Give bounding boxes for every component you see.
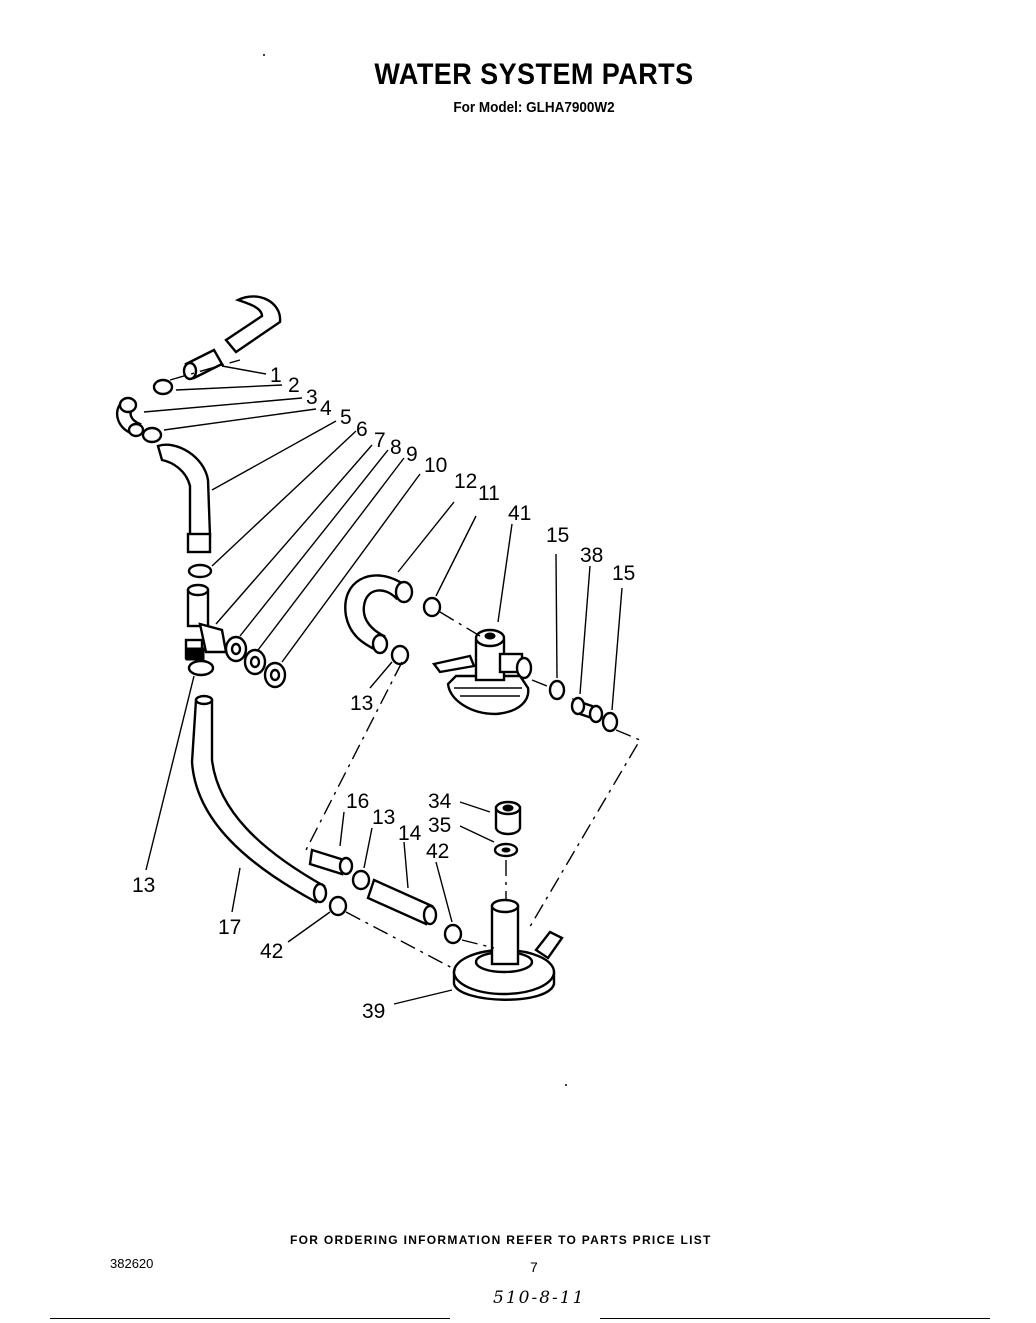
callout-3: 3 xyxy=(306,386,318,409)
callout-2: 2 xyxy=(288,374,300,397)
scan-speck xyxy=(565,1084,567,1086)
callout-5: 5 xyxy=(340,406,352,429)
callout-1: 1 xyxy=(270,364,282,387)
clamp-part-13-middle xyxy=(390,644,410,666)
bottom-rule-left xyxy=(50,1318,450,1319)
clamp-part-15-left xyxy=(548,679,566,701)
document-number: 382620 xyxy=(110,1256,154,1271)
leader-lines xyxy=(143,365,623,1005)
assembly-line-lower xyxy=(345,911,457,971)
elbow-part-3 xyxy=(115,396,145,438)
water-valve-part-41 xyxy=(431,628,533,716)
callout-4: 4 xyxy=(320,397,332,420)
callout-35: 35 xyxy=(428,814,451,837)
callout-numbers: 1 2 3 4 5 6 7 8 9 10 12 11 41 15 38 15 1… xyxy=(132,364,635,1023)
callout-41: 41 xyxy=(508,502,531,525)
callout-14: 14 xyxy=(398,822,422,845)
washer-part-6 xyxy=(187,563,213,579)
callout-10: 10 xyxy=(424,454,447,477)
callout-11: 11 xyxy=(478,482,500,505)
valve-body-part-7 xyxy=(184,583,228,661)
assembly-line-valve xyxy=(439,611,481,637)
assembly-line-dome xyxy=(461,939,495,949)
callout-13-lower: 13 xyxy=(372,806,395,829)
assembly-line-upper xyxy=(169,359,241,381)
clamp-part-13-lower xyxy=(351,869,371,891)
callout-34: 34 xyxy=(428,790,452,813)
fill-hose-upper xyxy=(224,295,282,354)
page-number: 7 xyxy=(530,1259,538,1275)
callout-42-left: 42 xyxy=(260,940,283,963)
assembly-line-right-vertical xyxy=(527,729,642,931)
clamp-part-2 xyxy=(152,378,174,396)
clamp-part-42-left xyxy=(328,895,348,917)
fitting-part-16 xyxy=(308,848,354,876)
callout-17: 17 xyxy=(218,916,241,939)
model-subtitle: For Model: GLHA7900W2 xyxy=(453,99,615,116)
clamp-part-15-right xyxy=(601,711,619,733)
washer-part-35 xyxy=(493,842,519,858)
callout-15-left: 15 xyxy=(546,524,569,547)
clamp-part-42-right xyxy=(443,923,463,945)
callout-38: 38 xyxy=(580,544,603,567)
air-dome-part-39 xyxy=(452,898,564,1001)
scan-speck xyxy=(263,54,265,56)
callout-42-right: 42 xyxy=(426,840,449,863)
seal-part-8 xyxy=(224,635,248,663)
screen-part-10 xyxy=(263,661,287,689)
callout-12: 12 xyxy=(454,470,477,493)
hose-connector-part-1 xyxy=(182,348,224,381)
clamp-part-13-left xyxy=(187,659,215,677)
assembly-line-outlet xyxy=(531,679,553,689)
washer-part-9 xyxy=(243,648,267,676)
ordering-note: FOR ORDERING INFORMATION REFER TO PARTS … xyxy=(290,1233,712,1247)
hose-part-12 xyxy=(344,574,414,655)
callout-16: 16 xyxy=(346,790,369,813)
callout-39: 39 xyxy=(362,1000,385,1023)
page-title: WATER SYSTEM PARTS xyxy=(374,58,694,91)
bottom-rule-right xyxy=(600,1318,990,1319)
clamp-part-4 xyxy=(141,426,163,444)
clamp-part-11 xyxy=(422,596,442,618)
callout-6: 6 xyxy=(356,418,368,441)
callout-7: 7 xyxy=(374,429,386,452)
hose-part-38 xyxy=(570,696,604,724)
assembly-line-left-vertical xyxy=(305,661,403,851)
callout-15-right: 15 xyxy=(612,562,635,585)
hose-part-5 xyxy=(156,443,212,554)
callout-9: 9 xyxy=(406,443,418,466)
hose-part-14 xyxy=(366,878,438,926)
callout-8: 8 xyxy=(390,436,402,459)
handwritten-note: 510-8-11 xyxy=(493,1288,586,1308)
cap-part-34 xyxy=(494,800,522,836)
callout-13-middle: 13 xyxy=(350,692,373,715)
drain-hose-part-17 xyxy=(190,694,328,904)
callout-13-left: 13 xyxy=(132,874,155,897)
